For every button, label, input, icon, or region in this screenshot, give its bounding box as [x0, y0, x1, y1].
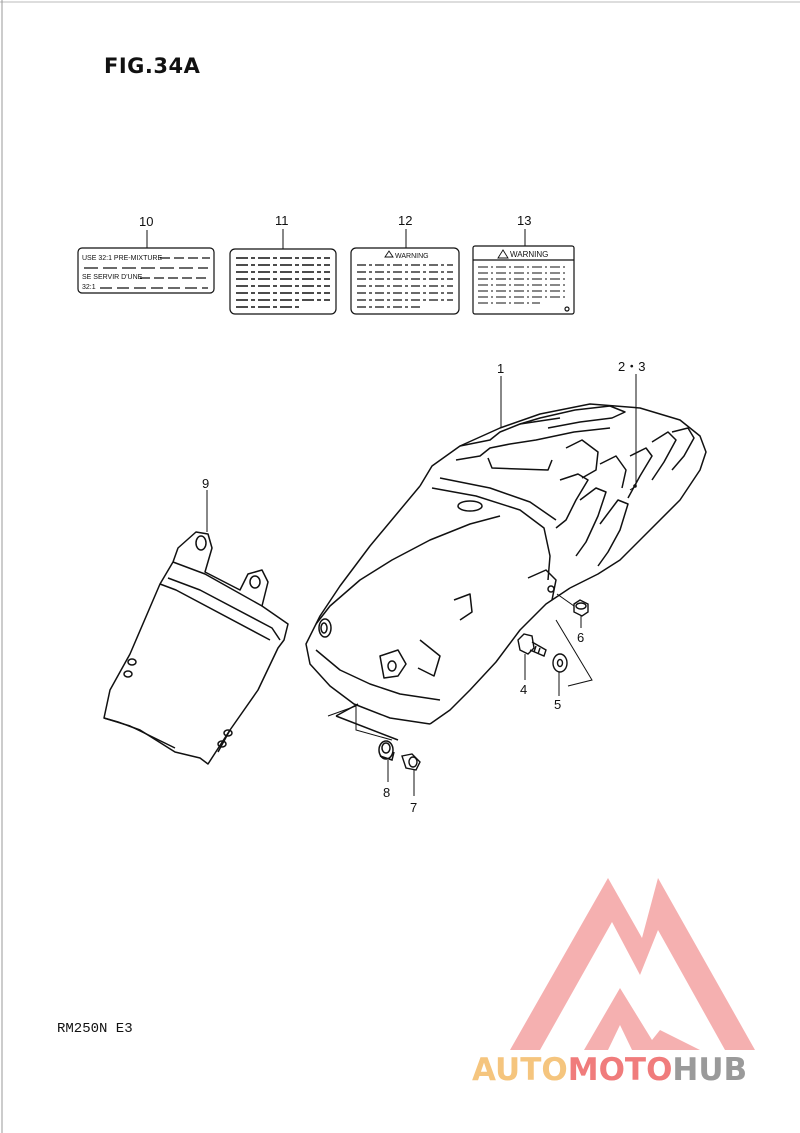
callout-12: 12: [398, 213, 412, 228]
label-13-decal: WARNING: [472, 245, 575, 315]
callout-5: 5: [554, 697, 561, 712]
callout-4: 4: [520, 682, 527, 697]
watermark-text: AUTOMOTOHUB: [472, 1052, 747, 1088]
label-12-title: WARNING: [395, 253, 429, 260]
callout-8: 8: [383, 785, 390, 800]
part-4-5-guide: [555, 619, 593, 687]
callout-10: 10: [139, 214, 153, 229]
watermark-logo-icon: [510, 878, 755, 1050]
label-12-decal: WARNING: [350, 247, 460, 315]
part-5-washer: [552, 653, 568, 673]
callout-9: 9: [202, 476, 209, 491]
part-9-bracket: [103, 531, 289, 765]
part-7-8-guide: [327, 705, 393, 741]
label-10-line2: SE SERVIR D'UNE: [82, 274, 143, 281]
label-leaders: [146, 229, 526, 249]
part-6-nut: [556, 593, 589, 617]
part-4-bolt: [517, 633, 547, 657]
watermark-part3: HUB: [672, 1052, 748, 1088]
callout-11: 11: [275, 213, 289, 228]
part-8-grommet: [378, 740, 395, 761]
part-7-bolt: [401, 753, 421, 771]
callout-7: 7: [410, 800, 417, 815]
callout-13: 13: [517, 213, 531, 228]
callout-6: 6: [577, 630, 584, 645]
callout-numbers: 1 2・3 4 5 6 7 8 9 10 11 12 13: [139, 213, 645, 815]
label-10-line1: USE 32:1 PRE-MIXTURE: [82, 255, 162, 262]
label-10-decal: USE 32:1 PRE-MIXTURE SE SERVIR D'UNE 32:…: [77, 247, 215, 294]
model-code: RM250N E3: [57, 1021, 133, 1037]
part-1-rear-fender: [305, 403, 707, 741]
figure-title: FIG.34A: [104, 54, 201, 78]
callout-1: 1: [497, 361, 504, 376]
watermark-part2: MOTO: [567, 1052, 673, 1088]
watermark-part1: AUTO: [472, 1052, 568, 1088]
label-13-title: WARNING: [510, 250, 548, 259]
label-11-decal: [229, 248, 337, 315]
part-2-3-leader: [629, 374, 637, 491]
label-10-line3: 32:1: [82, 284, 96, 291]
callout-2-3: 2・3: [618, 359, 645, 374]
